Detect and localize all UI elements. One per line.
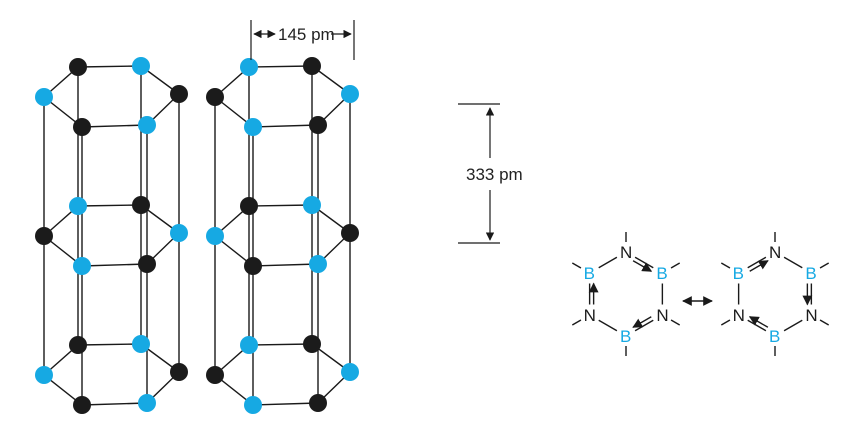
boron-atom xyxy=(240,58,258,76)
boron-atom xyxy=(244,396,262,414)
nitrogen-label: N xyxy=(620,243,632,262)
boron-label: B xyxy=(769,327,780,346)
lattice-bonds xyxy=(42,65,352,406)
layer-bond-ring xyxy=(213,204,352,267)
ring-bond xyxy=(783,256,803,269)
boron-atom xyxy=(303,196,321,214)
resonance-structure-left: N B N B N B xyxy=(571,232,681,356)
nitrogen-atom xyxy=(244,257,262,275)
boron-atom xyxy=(244,118,262,136)
boron-atom xyxy=(73,257,91,275)
boron-label: B xyxy=(584,264,595,283)
nitrogen-atom xyxy=(69,58,87,76)
nitrogen-label: N xyxy=(769,243,781,262)
bond-length-label: 145 pm xyxy=(278,25,335,44)
boron-label: B xyxy=(805,264,816,283)
boron-atom xyxy=(138,394,156,412)
nitrogen-atom xyxy=(309,394,327,412)
nitrogen-atom xyxy=(170,85,188,103)
ring-bond xyxy=(598,319,618,332)
boron-atom xyxy=(138,116,156,134)
substituent-bond xyxy=(571,319,582,326)
nitrogen-atom xyxy=(206,88,224,106)
nitrogen-atom xyxy=(303,57,321,75)
substituent-bond xyxy=(720,319,731,326)
boron-atom xyxy=(132,57,150,75)
boron-atom xyxy=(132,335,150,353)
layer-bond-ring xyxy=(42,204,181,267)
nitrogen-atom xyxy=(73,396,91,414)
ring-bond xyxy=(598,256,618,269)
hexagonal-boron-nitride-lattice xyxy=(35,57,359,414)
nitrogen-atom xyxy=(69,336,87,354)
ring-bond xyxy=(747,256,767,269)
nitrogen-atom xyxy=(73,118,91,136)
boron-atom xyxy=(206,227,224,245)
layer-bond-ring xyxy=(213,65,352,128)
nitrogen-atom xyxy=(206,366,224,384)
nitrogen-label: N xyxy=(805,306,817,325)
nitrogen-atom xyxy=(341,224,359,242)
substituent-bond xyxy=(670,262,681,269)
nitrogen-label: N xyxy=(656,306,668,325)
nitrogen-atom xyxy=(132,196,150,214)
boron-atom xyxy=(341,363,359,381)
nitrogen-label: N xyxy=(584,306,596,325)
nitrogen-atom xyxy=(35,227,53,245)
boron-atom xyxy=(69,197,87,215)
nitrogen-atom xyxy=(309,116,327,134)
substituent-bond xyxy=(720,262,731,269)
substituent-bond xyxy=(819,319,830,326)
layer-bond-ring xyxy=(213,343,352,406)
bond-length-dimension: 145 pm xyxy=(250,20,355,60)
substituent-bond xyxy=(819,262,830,269)
dative-bond xyxy=(632,316,652,328)
layer-bond-ring xyxy=(42,343,181,406)
layer-spacing-label: 333 pm xyxy=(466,165,523,184)
boron-atom xyxy=(170,224,188,242)
boron-atom xyxy=(35,366,53,384)
nitrogen-label: N xyxy=(733,306,745,325)
nitrogen-atom xyxy=(240,197,258,215)
ring-bond xyxy=(783,319,803,332)
dative-bond xyxy=(749,260,769,272)
layer-bond-ring xyxy=(42,65,181,128)
boron-atom xyxy=(240,336,258,354)
boron-atom xyxy=(35,88,53,106)
boron-label: B xyxy=(733,264,744,283)
ring-bond xyxy=(634,319,654,332)
nitrogen-atom xyxy=(303,335,321,353)
ring-bond xyxy=(634,256,654,269)
substituent-bond xyxy=(571,262,582,269)
resonance-structures: N B N B N B N B N B N B xyxy=(571,232,830,356)
substituent-bond xyxy=(670,319,681,326)
resonance-structure-right: N B N B N B xyxy=(720,232,830,356)
boron-label: B xyxy=(620,327,631,346)
boron-atom xyxy=(341,85,359,103)
boron-atom xyxy=(309,255,327,273)
nitrogen-atom xyxy=(138,255,156,273)
layer-spacing-dimension: 333 pm xyxy=(458,103,523,244)
lattice-atoms xyxy=(35,57,359,414)
dative-bond xyxy=(632,260,653,272)
ring-bond xyxy=(747,319,767,332)
boron-label: B xyxy=(656,264,667,283)
nitrogen-atom xyxy=(170,363,188,381)
dative-bond xyxy=(748,316,769,328)
